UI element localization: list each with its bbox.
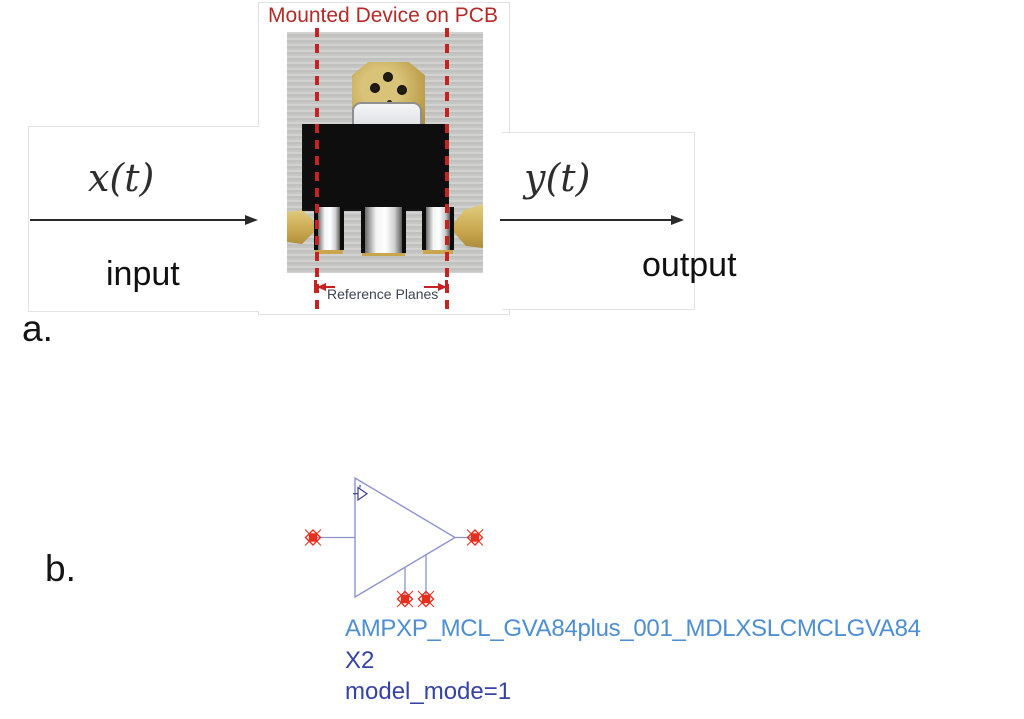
output-box <box>502 132 695 310</box>
via-hole <box>370 83 380 93</box>
amplifier-schematic <box>304 476 484 608</box>
input-arrow-head-icon <box>245 215 258 225</box>
device-lead-right <box>422 207 454 250</box>
instance-name: X2 <box>345 647 375 674</box>
ref-arrow-left-line <box>319 286 335 288</box>
ref-arrow-right-line <box>424 286 441 288</box>
model-mode-parameter: model_mode=1 <box>345 678 512 705</box>
input-label: input <box>106 255 180 293</box>
component-name: AMPXP_MCL_GVA84plus_001_MDLXSLCMCLGVA84 <box>345 615 921 642</box>
reference-plane-line-right <box>445 28 449 310</box>
panel-b-label: b. <box>45 548 76 589</box>
device-photo <box>287 32 483 273</box>
device-lead-left <box>314 207 344 250</box>
ref-arrow-right-icon <box>438 283 447 291</box>
ref-arrow-left-icon <box>317 283 326 291</box>
device-lead-center <box>361 207 406 253</box>
input-arrow-line <box>30 219 246 221</box>
output-arrow-head-icon <box>671 215 684 225</box>
pcb-photo-title: Mounted Device on PCB <box>268 4 498 27</box>
reference-planes-label: Reference Planes <box>327 286 439 302</box>
input-signal-label: x(t) <box>88 156 155 200</box>
panel-a-label: a. <box>22 308 53 349</box>
amplifier-triangle <box>354 476 457 599</box>
via-hole <box>383 72 393 82</box>
output-signal-label: y(t) <box>524 156 591 200</box>
output-label: output <box>642 246 737 284</box>
output-arrow-line <box>500 219 672 221</box>
via-hole <box>397 85 407 95</box>
amplifier-mini-glyph-icon <box>353 485 369 502</box>
ref-tick-left <box>314 280 317 293</box>
device-body <box>303 124 448 209</box>
ref-tick-right <box>445 280 448 293</box>
reference-plane-line-left <box>315 28 319 310</box>
